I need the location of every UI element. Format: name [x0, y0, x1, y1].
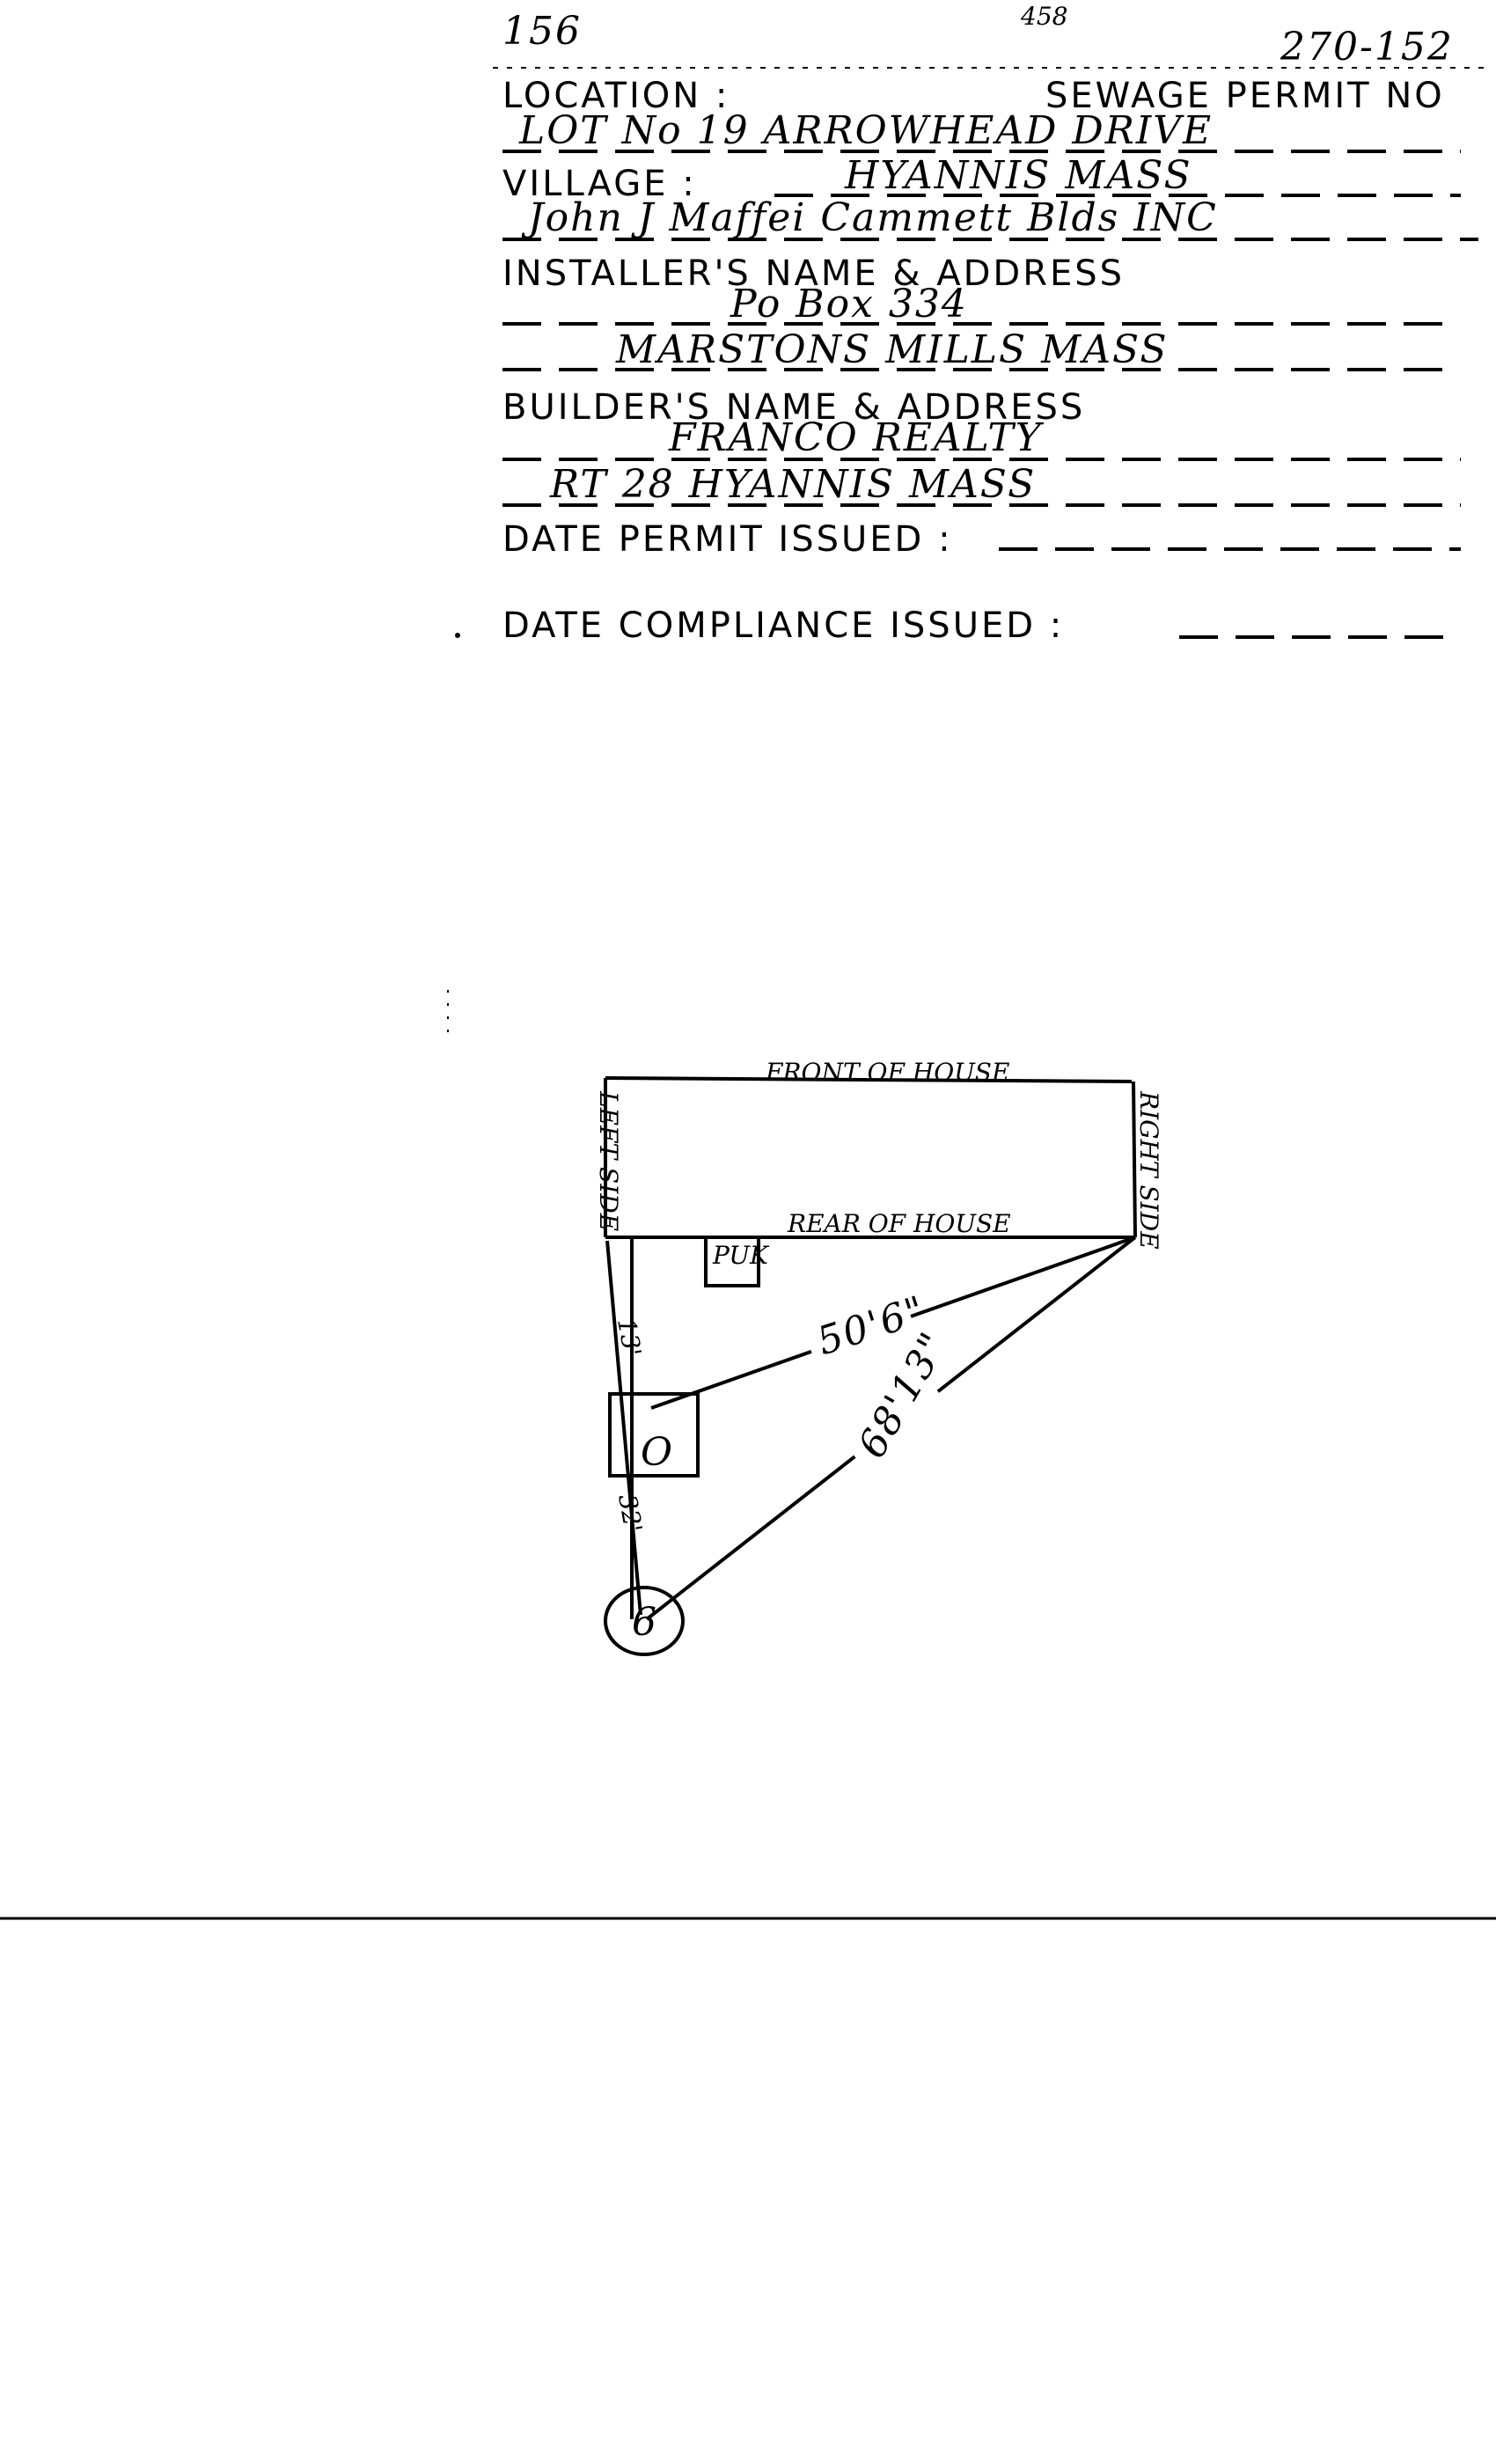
reference-number: 458 — [1020, 2, 1067, 31]
installer-label: INSTALLER'S NAME & ADDRESS — [502, 253, 1125, 294]
puk-label: PUK — [712, 1241, 770, 1270]
sewage-permit-label: SEWAGE PERMIT NO — [1045, 76, 1445, 116]
location-label: LOCATION : — [502, 76, 730, 116]
date-compliance-label: DATE COMPLIANCE ISSUED : — [502, 605, 1064, 646]
right-side-label: RIGHT SIDE — [1134, 1090, 1163, 1250]
bullet-mark — [455, 633, 460, 638]
rear-of-house-label: REAR OF HOUSE — [787, 1209, 1011, 1238]
well-label: 6 — [632, 1600, 658, 1645]
builder-address: RT 28 HYANNIS MASS — [549, 462, 1036, 507]
tank-label: O — [641, 1430, 674, 1475]
front-of-house-label: FRONT OF HOUSE — [765, 1058, 1009, 1087]
left-side-label: LEFT SIDE — [594, 1090, 623, 1231]
location-value: LOT No 19 ARROWHEAD DRIVE — [518, 108, 1213, 153]
builder-name: FRANCO REALTY — [668, 415, 1045, 460]
left-dimension-line — [605, 1240, 642, 1616]
right-side-line — [1132, 1081, 1137, 1238]
left-dimension-label: 13' — [612, 1316, 647, 1358]
puk-box — [704, 1236, 760, 1287]
village-value: HYANNIS MASS — [844, 153, 1192, 198]
installer-address-2: MARSTONS MILLS MASS — [615, 327, 1169, 372]
well-circle — [604, 1586, 685, 1656]
builder-label: BUILDER'S NAME & ADDRESS — [502, 387, 1085, 428]
permit-number: 270-152 — [1280, 25, 1454, 70]
installer-name-value: John J Maffei Cammett Blds INC — [521, 195, 1218, 240]
site-plan-sketch: FRONT OF HOUSE REAR OF HOUSE LEFT SIDE R… — [594, 1058, 1163, 1656]
tank-to-well-dimension: 32' — [612, 1492, 648, 1534]
septic-tank-box — [608, 1392, 700, 1478]
installer-address-1: Po Box 334 — [730, 282, 968, 326]
front-of-house-line — [605, 1076, 1133, 1083]
page-number: 156 — [502, 9, 582, 54]
date-permit-label: DATE PERMIT ISSUED : — [502, 519, 953, 560]
village-label: VILLAGE : — [502, 164, 697, 204]
